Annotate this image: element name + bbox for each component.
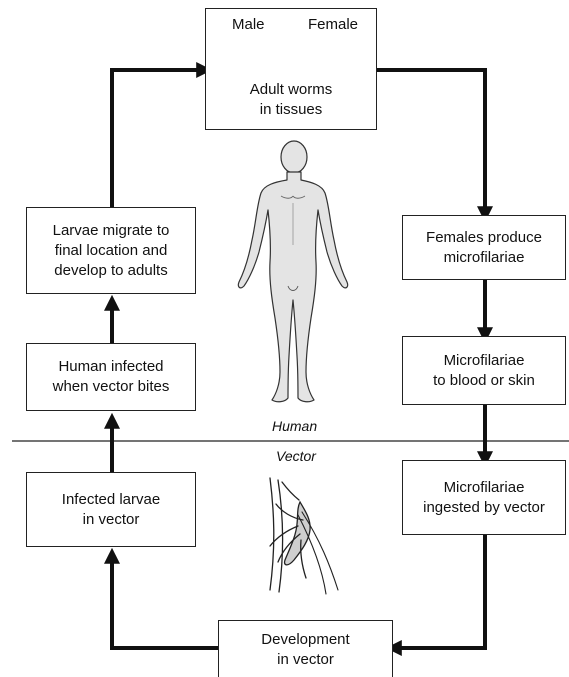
females-produce-line1: Females produce [426, 228, 542, 248]
microfilariae-blood-line1: Microfilariae [444, 351, 525, 371]
microfilariae-blood-line2: to blood or skin [433, 371, 535, 391]
arrow-migrate-to-adults [112, 70, 205, 207]
adult-worms-line2: in tissues [260, 100, 323, 120]
development-line1: Development [261, 630, 349, 650]
arrow-development-to-larvae [112, 555, 218, 648]
infected-larvae-box: Infected larvae in vector [26, 472, 196, 547]
microfilariae-blood-box: Microfilariae to blood or skin [402, 336, 566, 405]
human-figure-icon [238, 141, 347, 402]
human-label: Human [272, 418, 317, 434]
arrow-adults-to-females [377, 70, 485, 215]
microfilariae-ingested-box: Microfilariae ingested by vector [402, 460, 566, 535]
arrow-ingested-to-development [393, 535, 485, 648]
larvae-migrate-line3: develop to adults [54, 261, 167, 281]
adult-worms-box: Male Female Adult worms in tissues [205, 8, 377, 130]
development-box: Development in vector [218, 620, 393, 677]
development-line2: in vector [277, 650, 334, 670]
infected-larvae-line2: in vector [83, 510, 140, 530]
infected-larvae-line1: Infected larvae [62, 490, 160, 510]
human-infected-line2: when vector bites [53, 377, 170, 397]
microfilariae-ingested-line1: Microfilariae [444, 478, 525, 498]
females-produce-line2: microfilariae [444, 248, 525, 268]
adult-worms-line1: Adult worms [250, 80, 333, 100]
male-label: Male [232, 15, 265, 35]
vector-label: Vector [276, 448, 316, 464]
larvae-migrate-line2: final location and [55, 241, 168, 261]
human-infected-box: Human infected when vector bites [26, 343, 196, 411]
larvae-migrate-line1: Larvae migrate to [53, 221, 170, 241]
female-label: Female [308, 15, 358, 35]
females-produce-box: Females produce microfilariae [402, 215, 566, 280]
mosquito-icon [270, 478, 338, 594]
human-infected-line1: Human infected [58, 357, 163, 377]
larvae-migrate-box: Larvae migrate to final location and dev… [26, 207, 196, 294]
microfilariae-ingested-line2: ingested by vector [423, 498, 545, 518]
